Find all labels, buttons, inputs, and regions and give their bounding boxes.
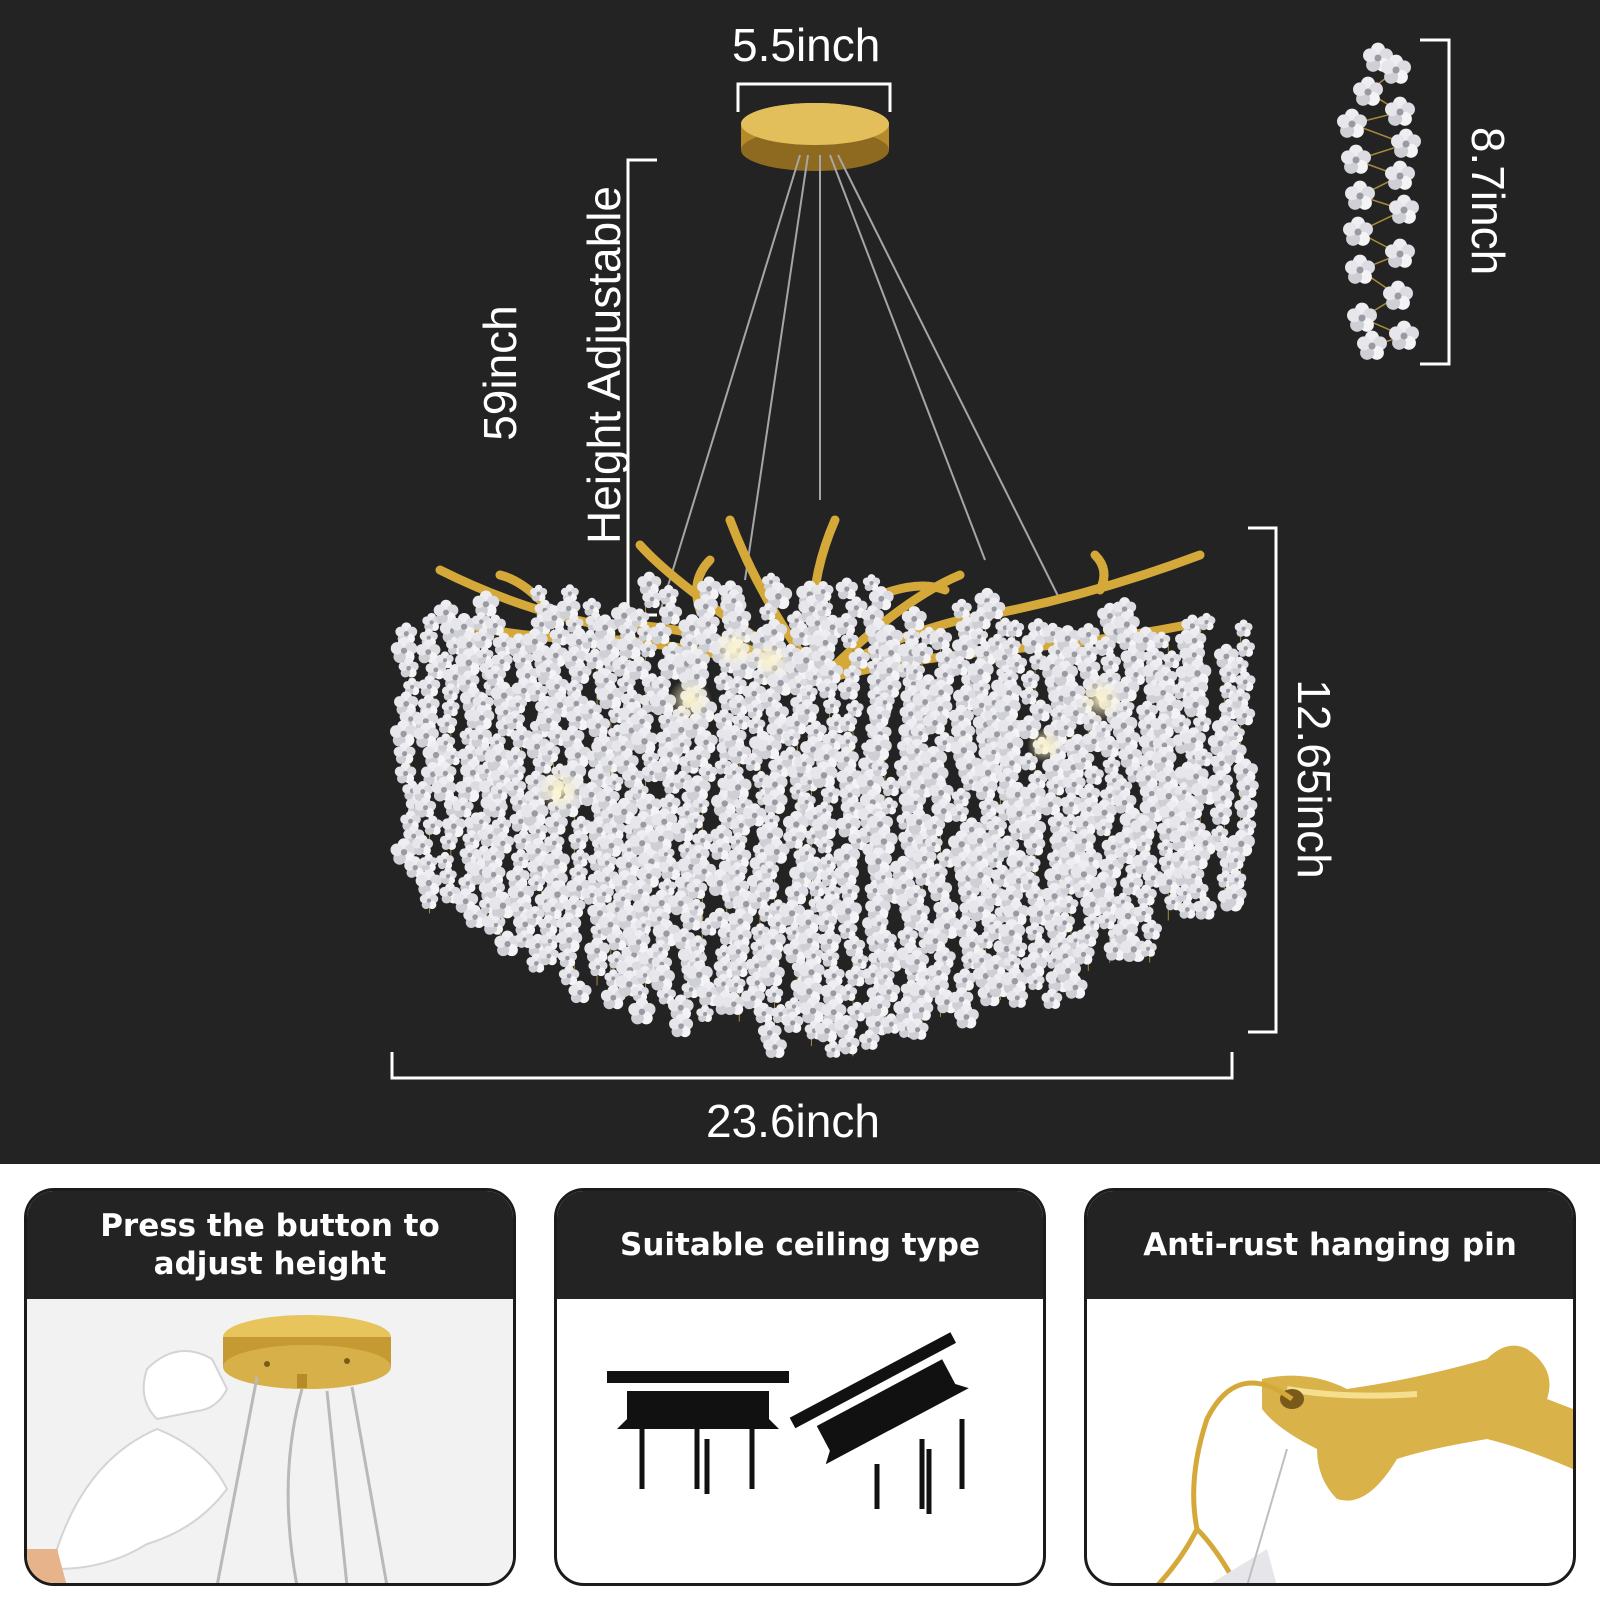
suspension-wires [659,154,1061,613]
feature-image [1087,1299,1573,1583]
crystal-cascades [390,571,1259,1058]
light-glows [538,628,1122,812]
gloved-hand-canopy-icon [27,1299,513,1583]
canopy-width-label: 5.5inch [732,19,881,71]
feature-title: Suitable ceiling type [557,1191,1043,1299]
feature-card-hanging-pin: Anti-rust hanging pin [1084,1188,1576,1586]
ceiling-type-icon [607,1332,969,1514]
feature-title: Press the button to adjust height [27,1191,513,1299]
cable-length-label: 59inch [474,305,526,441]
dimension-panel: 5.5inch Height Adjustable 59inch 12.65in… [0,0,1600,1164]
canopy [741,103,889,171]
feature-card-adjust-height: Press the button to adjust height [24,1188,516,1586]
height-adjustable-label: Height Adjustable [578,185,630,545]
feature-title: Anti-rust hanging pin [1087,1191,1573,1299]
crystal-strand-sample [1337,42,1421,360]
feature-image [557,1299,1043,1583]
feature-card-ceiling-type: Suitable ceiling type [554,1188,1046,1586]
feature-image [27,1299,513,1583]
chandelier-illustration [390,38,1451,1080]
strand-length-label: 8.7inch [1462,126,1514,276]
body-height-label: 12.65inch [1288,679,1340,879]
body-width-label: 23.6inch [706,1095,880,1147]
hanging-pin-icon [1156,1345,1573,1583]
